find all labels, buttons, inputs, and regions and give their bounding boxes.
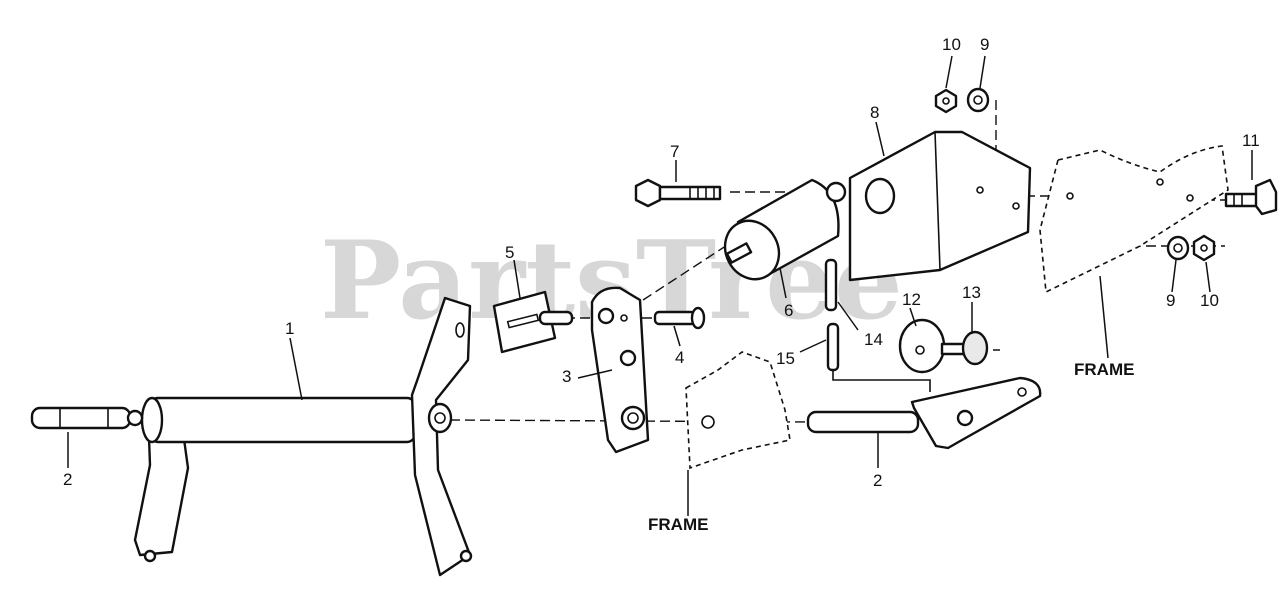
frame-panel-left [685, 351, 791, 470]
callout-15: 15 [776, 349, 795, 368]
part-1-cross-shaft [133, 296, 473, 577]
callout-1: 1 [285, 319, 294, 338]
callout-12: 12 [902, 290, 921, 309]
part-5-slotted-plate [492, 290, 574, 354]
leader-lines [67, 55, 1253, 516]
callout-6: 6 [784, 301, 793, 320]
part-10-nut-right [1192, 234, 1216, 262]
callout-2-right: 2 [873, 471, 882, 490]
callout-2-left: 2 [63, 470, 72, 489]
part-6-cylinder [723, 178, 847, 281]
part-12-knob [898, 318, 946, 374]
frame-label-right: FRAME [1074, 360, 1134, 379]
callout-10-top: 10 [942, 35, 961, 54]
callout-11: 11 [1242, 131, 1260, 150]
part-15-pin [826, 322, 931, 392]
frame-label-left: FRAME [648, 515, 708, 534]
callout-13: 13 [962, 283, 981, 302]
callout-14: 14 [864, 330, 883, 349]
callout-numbers: 1 2 2 3 4 5 6 7 8 9 9 10 10 11 12 13 14 … [63, 35, 1260, 490]
frame-panel-right [1039, 145, 1229, 294]
callout-3: 3 [562, 367, 571, 386]
part-2-lever-shaft [806, 376, 1042, 450]
part-13-thumb-screw [940, 330, 989, 366]
part-3-link-bar [590, 286, 650, 454]
part-14-roll-pin [824, 258, 838, 312]
callout-7: 7 [670, 142, 679, 161]
callout-9-top: 9 [980, 35, 989, 54]
part-11-bolt [1224, 178, 1278, 216]
callout-4: 4 [675, 348, 684, 367]
callout-9-right: 9 [1166, 291, 1175, 310]
part-4-clevis-pin [653, 306, 706, 330]
part-9-washer-right [1166, 235, 1190, 261]
part-9-washer-top [966, 87, 990, 113]
callout-8: 8 [870, 103, 879, 122]
part-10-nut-top [934, 88, 958, 114]
part-7-bolt [634, 178, 722, 208]
callout-5: 5 [505, 243, 514, 262]
part-8-angle-bracket [848, 130, 1032, 282]
callout-10-right: 10 [1200, 291, 1219, 310]
part-2-pin-left [30, 406, 144, 430]
